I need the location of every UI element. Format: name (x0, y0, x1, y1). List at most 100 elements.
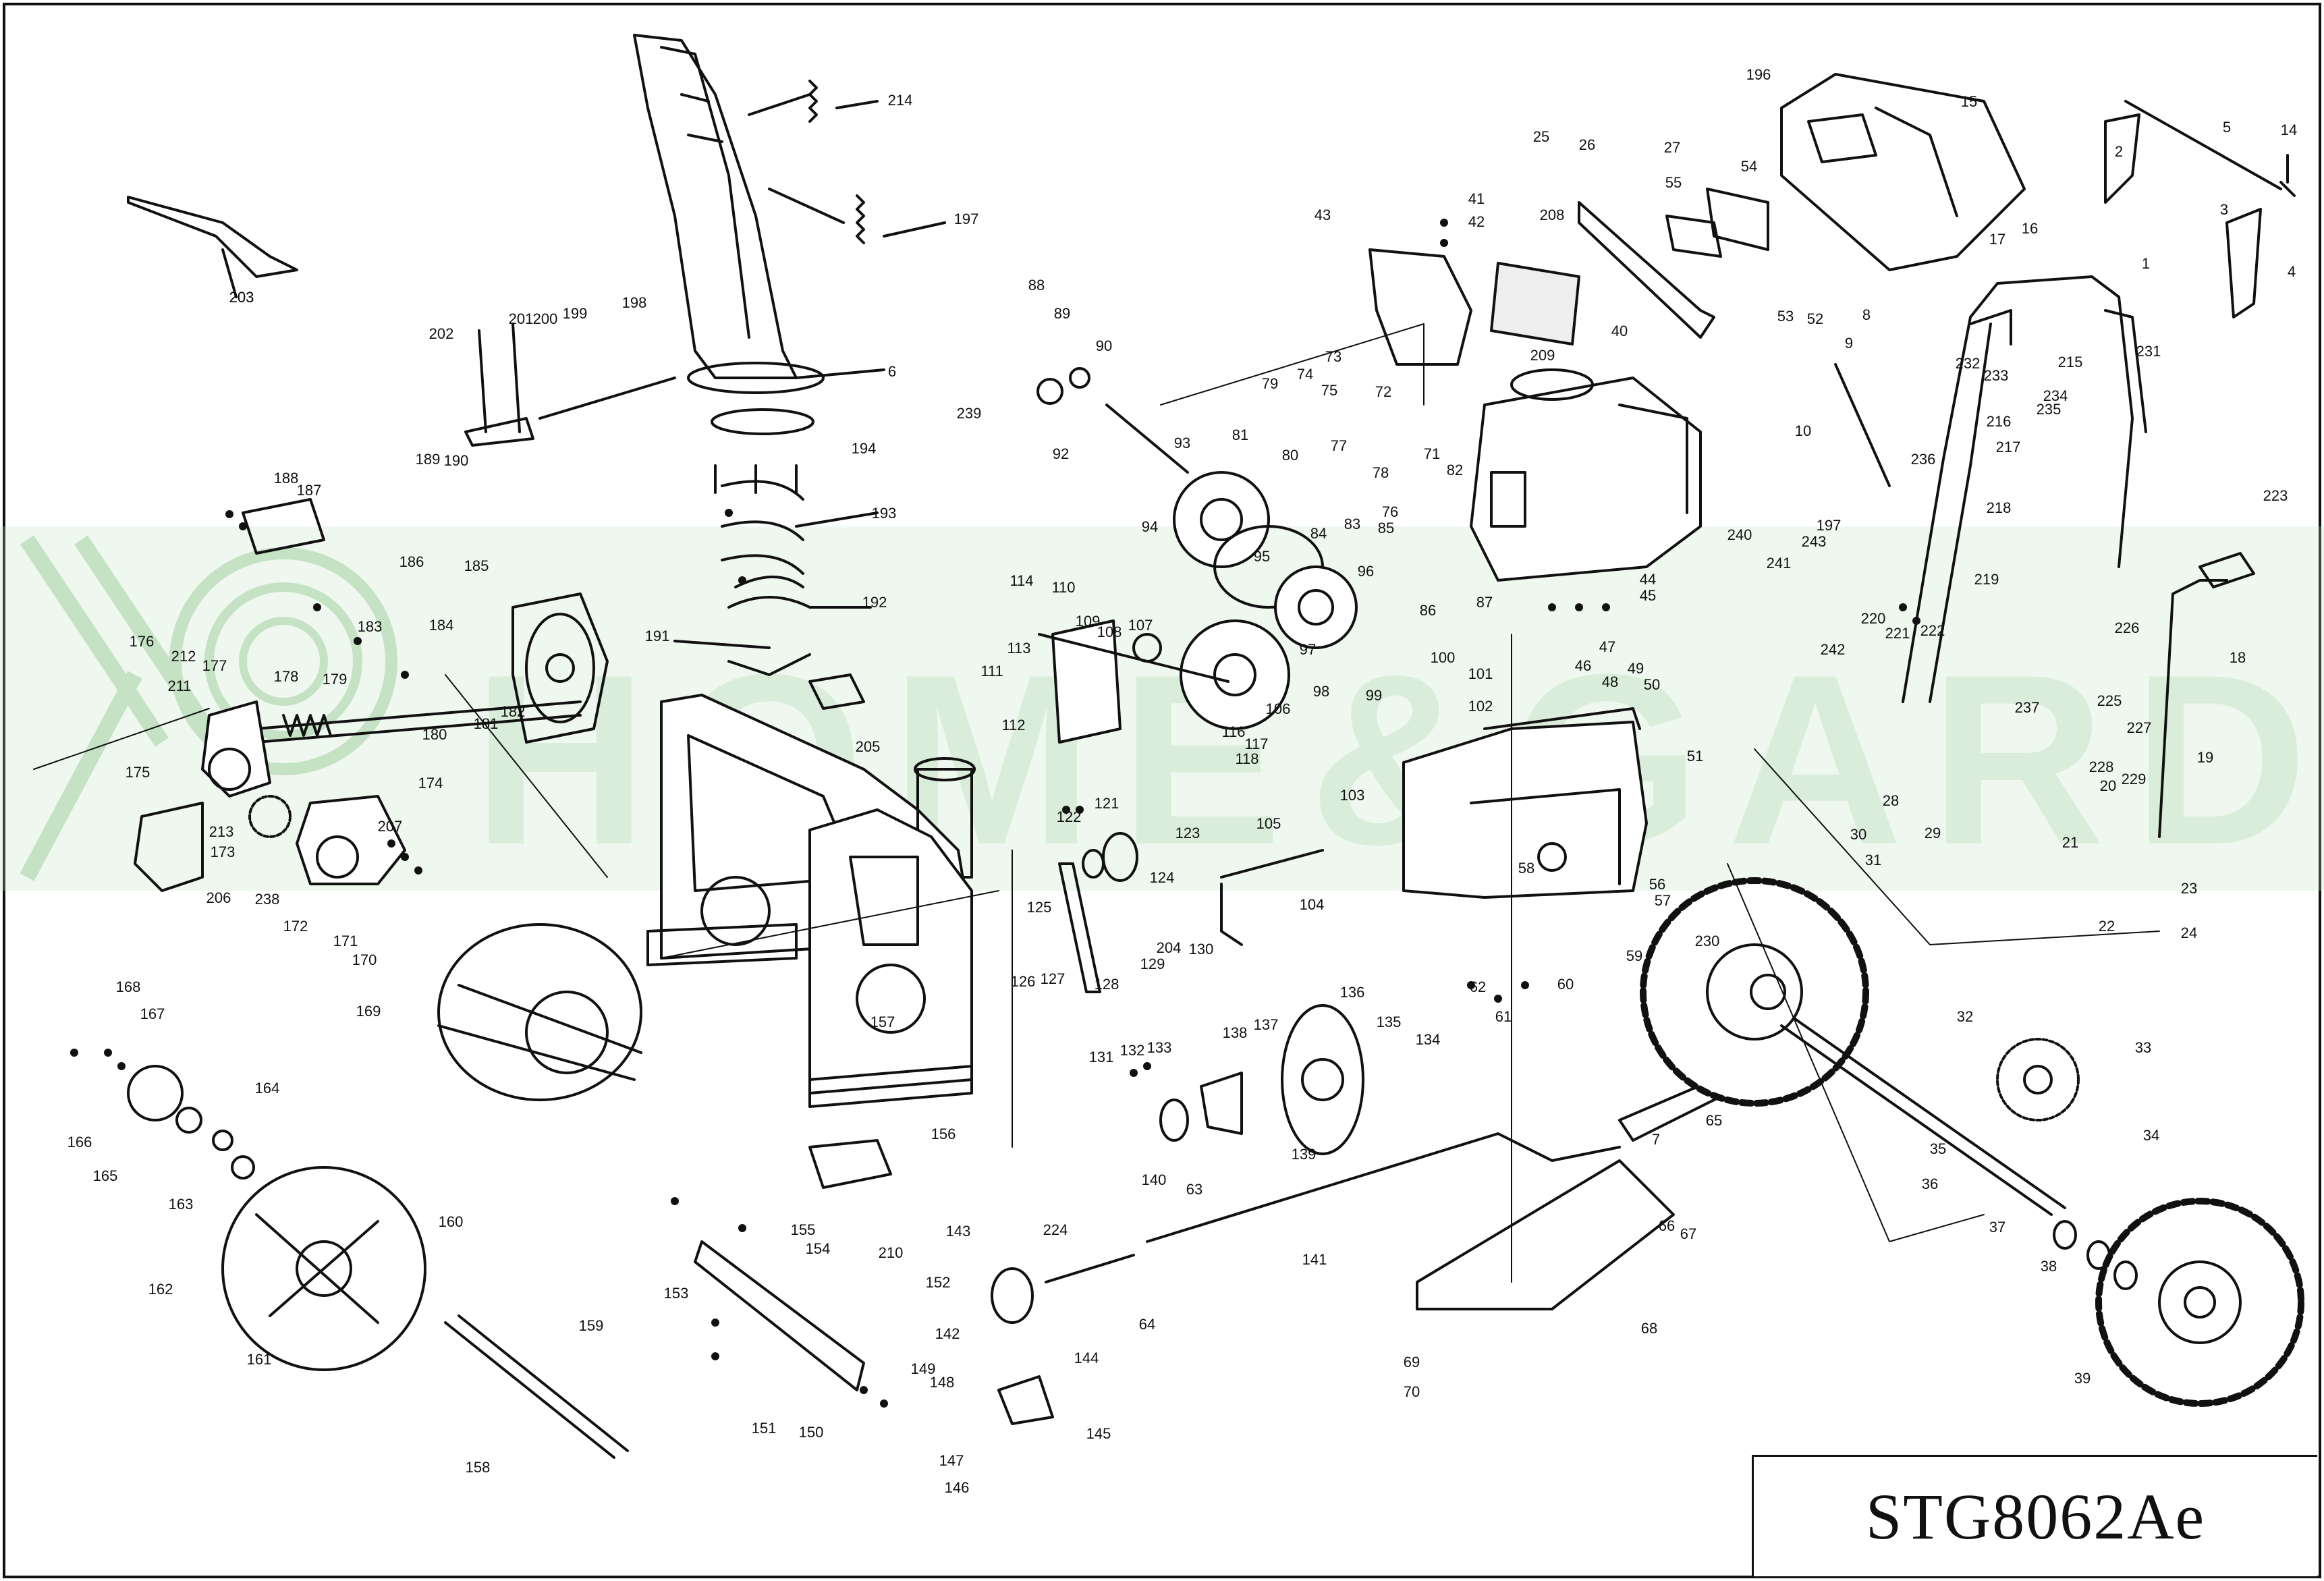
part-label: 233 (1984, 367, 2009, 384)
part-label: 100 (1431, 649, 1456, 666)
part-label: 179 (323, 671, 348, 688)
part-label: 163 (169, 1196, 194, 1213)
part-label: 31 (1865, 852, 1881, 868)
part-label: 203 (229, 289, 254, 306)
part-label: 126 (1011, 973, 1036, 990)
part-label: 184 (429, 617, 454, 634)
part-label: 3 (2220, 201, 2228, 218)
part-label: 86 (1420, 602, 1436, 619)
part-label: 187 (297, 482, 322, 499)
part-label: 80 (1282, 447, 1298, 464)
part-label: 92 (1053, 445, 1069, 462)
part-label: 43 (1315, 206, 1331, 223)
part-label: 130 (1189, 941, 1214, 958)
part-label: 172 (283, 918, 308, 935)
part-label: 4 (2288, 263, 2296, 280)
part-label: 88 (1028, 277, 1045, 294)
part-label: 15 (1961, 93, 1977, 110)
part-label: 181 (474, 715, 499, 732)
part-label: 62 (1470, 978, 1486, 995)
part-label: 173 (211, 843, 236, 860)
part-label: 78 (1373, 464, 1389, 481)
part-label: 143 (946, 1223, 971, 1240)
part-label: 27 (1664, 139, 1680, 156)
part-label: 220 (1861, 610, 1886, 627)
part-label: 104 (1300, 896, 1325, 913)
part-label: 197 (954, 211, 979, 227)
part-label: 7 (1652, 1131, 1660, 1148)
part-label: 114 (1009, 572, 1033, 589)
part-label: 123 (1175, 825, 1200, 841)
part-label: 241 (1767, 555, 1792, 572)
part-label: 41 (1468, 190, 1485, 207)
part-label: 99 (1366, 687, 1382, 704)
part-label: 39 (2074, 1370, 2091, 1387)
part-label: 148 (930, 1374, 955, 1391)
part-label: 54 (1741, 158, 1757, 175)
part-label: 165 (93, 1167, 118, 1184)
engine (1470, 368, 1702, 582)
part-label: 129 (1140, 955, 1165, 972)
part-label: 232 (1956, 355, 1981, 372)
part-label: 79 (1262, 375, 1278, 392)
part-label: 72 (1375, 383, 1391, 400)
part-label: 102 (1468, 698, 1493, 715)
part-label: 213 (209, 823, 234, 840)
part-label: 29 (1925, 825, 1941, 841)
part-label: 242 (1821, 641, 1846, 658)
part-label: 204 (1157, 939, 1182, 956)
part-label: 58 (1518, 860, 1534, 877)
part-label: 125 (1027, 899, 1052, 916)
part-label: 94 (1142, 518, 1158, 535)
part-label: 139 (1292, 1146, 1317, 1163)
part-label: 219 (1974, 571, 1999, 588)
part-label: 46 (1575, 657, 1591, 674)
part-label: 56 (1649, 876, 1665, 893)
part-label: 171 (333, 933, 358, 949)
part-label: 152 (926, 1274, 951, 1291)
part-label: 9 (1845, 335, 1853, 352)
part-label: 141 (1302, 1251, 1327, 1268)
part-label: 60 (1557, 976, 1574, 993)
model-title: STG8062Ae (1865, 1480, 2206, 1553)
part-label: 23 (2181, 880, 2197, 897)
part-label: 221 (1885, 625, 1910, 642)
part-label: 108 (1097, 623, 1122, 640)
part-label: 154 (806, 1240, 831, 1257)
part-label: 42 (1468, 213, 1485, 230)
part-label: 190 (444, 452, 469, 469)
part-label: 167 (140, 1005, 165, 1022)
part-label: 182 (501, 703, 526, 720)
part-label: 65 (1706, 1112, 1722, 1129)
part-label: 212 (171, 648, 196, 665)
part-label: 28 (1883, 792, 1899, 809)
part-label: 209 (1530, 347, 1555, 364)
part-label: 112 (1001, 717, 1025, 733)
part-label: 147 (939, 1452, 964, 1469)
part-label: 225 (2097, 692, 2122, 709)
part-label: 192 (862, 594, 887, 611)
part-label: 69 (1404, 1354, 1420, 1370)
part-label: 159 (579, 1317, 604, 1334)
part-label: 217 (1996, 439, 2021, 455)
part-label: 224 (1043, 1221, 1068, 1238)
discharge-chute (633, 34, 885, 435)
part-label: 111 (980, 663, 1003, 679)
part-label: 51 (1687, 748, 1703, 765)
wheel-left (1640, 877, 1869, 1107)
part-label: 169 (356, 1003, 381, 1020)
part-label: 235 (2037, 401, 2062, 418)
friction-wheel (1281, 1004, 1364, 1155)
part-label: 146 (945, 1479, 970, 1496)
part-label: 132 (1120, 1042, 1145, 1059)
part-label: 122 (1057, 808, 1082, 825)
part-label: 30 (1850, 826, 1866, 843)
part-label: 89 (1054, 305, 1070, 322)
part-label: 135 (1377, 1014, 1402, 1030)
part-label: 117 (1244, 736, 1268, 752)
part-label: 231 (2136, 343, 2161, 360)
part-label: 199 (563, 305, 588, 322)
part-label: 160 (439, 1213, 464, 1230)
part-label: 49 (1628, 660, 1644, 677)
part-label: 90 (1096, 337, 1112, 354)
